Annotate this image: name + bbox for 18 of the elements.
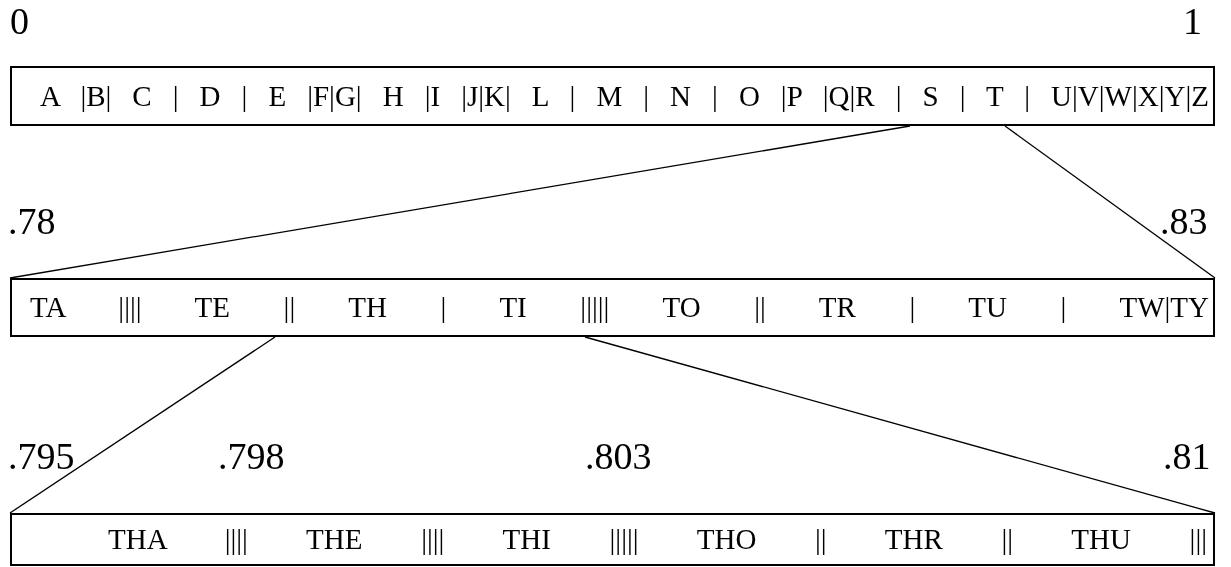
interval-bar	[10, 278, 1215, 337]
boundary-value: .81	[1163, 437, 1211, 475]
boundary-value: .83	[1160, 202, 1208, 240]
zoom-line	[1004, 125, 1216, 279]
interval-text: TA |||| TE || TH | TI ||||| TO || TR | TU | TW|TY	[30, 293, 1209, 322]
interval-text: THA |||| THE |||| THI ||||| THO || THR || THU |||	[108, 525, 1207, 554]
interval-bar	[10, 66, 1215, 126]
boundary-value: 1	[1183, 2, 1202, 40]
zoom-line	[584, 336, 1216, 514]
boundary-value: .803	[585, 437, 652, 475]
boundary-value: .78	[8, 202, 56, 240]
boundary-value: .798	[218, 437, 285, 475]
zoom-line	[9, 336, 276, 514]
interval-text: A |B| C | D | E |F|G| H |I |J|K| L | M | N | O |P |Q|R | S | T | U|V|W|X|Y|Z	[40, 81, 1209, 111]
interval-bar	[10, 513, 1215, 566]
zoom-line	[9, 125, 911, 279]
boundary-value: .795	[8, 437, 75, 475]
boundary-value: 0	[10, 2, 29, 40]
